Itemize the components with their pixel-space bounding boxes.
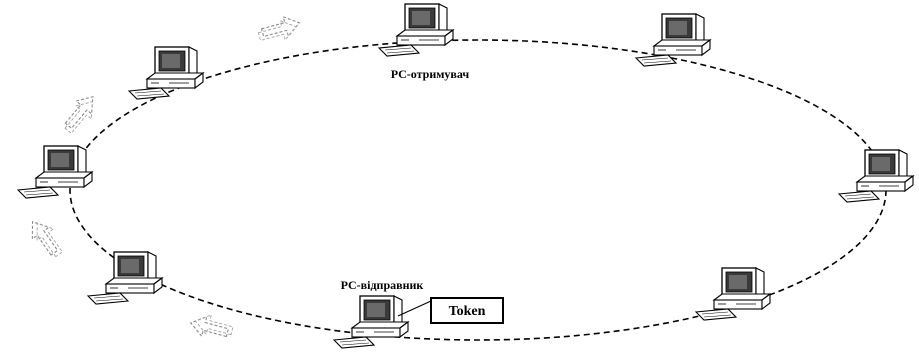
computer-icon[interactable] — [838, 149, 914, 203]
direction-arrow-icon — [187, 309, 236, 344]
computer-icon[interactable] — [87, 251, 163, 305]
receiver-label: PC-отримувач — [391, 67, 470, 81]
direction-arrow-icon — [255, 12, 304, 47]
computer-icon[interactable] — [378, 3, 454, 57]
direction-arrow-icon — [23, 213, 68, 263]
sender-label: PC-відправник — [341, 278, 424, 292]
computer-icon[interactable] — [128, 46, 204, 100]
token-connector — [397, 300, 432, 317]
computer-icon[interactable] — [333, 295, 409, 349]
token-label: Token — [449, 304, 486, 319]
computer-icon[interactable] — [695, 267, 771, 321]
computer-icon[interactable] — [17, 145, 93, 199]
direction-arrow-icon — [57, 89, 104, 138]
token-box — [430, 297, 504, 324]
